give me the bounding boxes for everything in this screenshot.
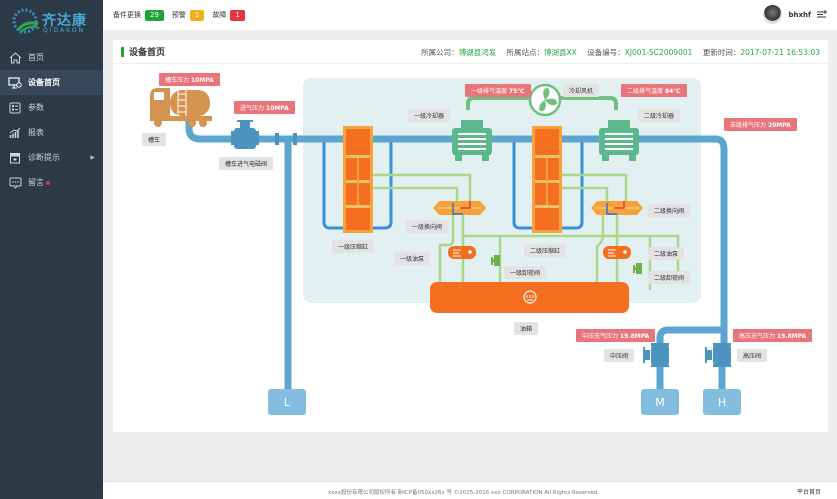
logo-icon bbox=[12, 8, 40, 34]
monitor-gear-icon bbox=[8, 76, 22, 90]
logo[interactable]: 齐达康 QIDAKON bbox=[10, 6, 100, 36]
stage1-exhaust-temp-alarm[interactable]: 一级排气温度 75℃ bbox=[465, 84, 531, 97]
user-menu[interactable]: bhxhf bbox=[763, 5, 827, 24]
oil-tank-icon bbox=[523, 290, 537, 304]
message-icon bbox=[8, 176, 22, 190]
oil-tank-label: 油箱 bbox=[514, 322, 539, 335]
sidebar-item-label: 设备首页 bbox=[28, 78, 60, 87]
sidebar-item-label: 诊断提示 bbox=[28, 153, 60, 162]
brand-subtitle: QIDAKON bbox=[43, 27, 85, 34]
tanker-truck-icon bbox=[150, 87, 212, 127]
stage1-cooler-shape bbox=[452, 120, 492, 161]
stage2-cooler-shape bbox=[599, 120, 639, 161]
parts-replace-badge[interactable]: 29 bbox=[145, 9, 164, 21]
sidebar-item-reports[interactable]: 报表 bbox=[0, 120, 103, 145]
tanker-label: 槽车 bbox=[142, 133, 167, 146]
footer: xxxx股份有限公司版权所有 新ICP备050xx26x 号 ©2015-201… bbox=[103, 481, 837, 499]
device-meta: 所属公司：博湖县鸿发 所属站点：博湖县XX 设备编号：XJ001-SC20090… bbox=[421, 47, 820, 58]
warning-badge[interactable]: 1 bbox=[189, 9, 205, 21]
stage2-unload-valve-label: 二级卸荷阀 bbox=[648, 271, 691, 284]
high-valve-icon bbox=[705, 343, 731, 367]
list-icon bbox=[8, 101, 22, 115]
stage1-cooler-label: 一级冷却器 bbox=[408, 109, 451, 122]
fault-badge[interactable]: 1 bbox=[230, 9, 245, 21]
high-fill-pressure-alarm[interactable]: 高压充气压力 19.8MPA bbox=[733, 329, 813, 342]
sidebar-item-home[interactable]: 首页 bbox=[0, 45, 103, 70]
stage2-reversing-valve-label: 二级换向阀 bbox=[648, 204, 691, 217]
title-accent-bar bbox=[121, 46, 124, 57]
station-value: 博湖县XX bbox=[544, 48, 577, 57]
mid-pipe bbox=[656, 326, 724, 390]
top-bar: 备件更换 29 预警 1 故障 1 bhxhf bbox=[103, 0, 837, 30]
sidebar-item-diagnosis[interactable]: 诊断提示 ▶ bbox=[0, 145, 103, 170]
chevron-right-icon: ▶ bbox=[90, 154, 95, 161]
tanker-pressure-alarm[interactable]: 槽车压力 10MPA bbox=[159, 73, 220, 86]
company-value: 博湖县鸿发 bbox=[458, 48, 497, 57]
mid-pressure-tank[interactable]: M bbox=[641, 389, 679, 415]
stage1-oil-pump-shape bbox=[448, 246, 476, 259]
sidebar-item-params[interactable]: 参数 bbox=[0, 95, 103, 120]
high-valve-label: 高压阀 bbox=[737, 349, 768, 362]
stage1-oil-pump-label: 一级油泵 bbox=[394, 252, 431, 265]
stage2-cylinder-label: 二级压缩缸 bbox=[524, 244, 567, 257]
sidebar-item-messages[interactable]: 留言 bbox=[0, 170, 103, 195]
platform-home-link[interactable]: 平台首页 bbox=[796, 489, 821, 496]
tanker-inlet-valve-label: 槽车进气电磁阀 bbox=[219, 157, 274, 170]
stage2-unload-valve-shape bbox=[633, 263, 642, 274]
company-label: 所属公司： bbox=[421, 48, 459, 57]
chart-icon bbox=[8, 126, 22, 140]
sidebar-item-label: 留言 bbox=[28, 178, 44, 187]
mid-valve-label: 中压阀 bbox=[604, 349, 635, 362]
stage2-cylinder-shape bbox=[532, 126, 562, 233]
stage1-reversing-valve-label: 一级换向阀 bbox=[406, 220, 449, 233]
mid-fill-pressure-alarm[interactable]: 中压充气压力 19.8MPA bbox=[576, 329, 656, 342]
high-pressure-tank[interactable]: H bbox=[703, 389, 741, 415]
stage2-reversing-valve-shape bbox=[591, 201, 643, 215]
cooling-fan-label: 冷却风机 bbox=[563, 84, 600, 97]
avatar[interactable] bbox=[763, 5, 783, 24]
page-title: 设备首页 bbox=[129, 48, 166, 58]
badge-label-warning: 预警 bbox=[171, 11, 186, 19]
home-icon bbox=[8, 51, 22, 65]
stage1-cylinder-label: 一级压缩缸 bbox=[332, 240, 375, 253]
device-value: XJ001-SC2009001 bbox=[624, 48, 693, 57]
sidebar-item-label: 报表 bbox=[28, 128, 44, 137]
stage1-unload-valve-shape bbox=[491, 255, 500, 266]
stage1-unload-valve-label: 一级卸荷阀 bbox=[504, 266, 547, 279]
stage1-cylinder-shape bbox=[343, 126, 373, 233]
device-label: 设备编号： bbox=[587, 48, 625, 57]
stage1-reversing-valve-shape bbox=[433, 201, 486, 215]
cooling-fan-icon bbox=[528, 83, 562, 117]
brand-name: 齐达康 bbox=[42, 13, 87, 29]
diagnosis-icon bbox=[8, 151, 22, 165]
inlet-pressure-alarm[interactable]: 进气压力 10MPA bbox=[234, 101, 295, 114]
username[interactable]: bhxhf bbox=[788, 10, 811, 19]
final-exhaust-pressure-alarm[interactable]: 末级排气压力 20MPA bbox=[724, 118, 797, 131]
stage2-oil-pump-shape bbox=[603, 246, 631, 259]
low-pressure-tank[interactable]: L bbox=[268, 389, 306, 415]
update-value: 2017-07-21 16:53:03 bbox=[740, 48, 820, 57]
menu-icon[interactable] bbox=[817, 9, 827, 20]
copyright-text: xxxx股份有限公司版权所有 新ICP备050xx26x 号 ©2015-201… bbox=[328, 490, 600, 496]
panel-header: 设备首页 所属公司：博湖县鸿发 所属站点：博湖县XX 设备编号：XJ001-SC… bbox=[113, 40, 828, 64]
sidebar: 齐达康 QIDAKON 首页 设备首页 参数 报表 诊断提示 ▶ 留言 bbox=[0, 0, 103, 499]
stage2-exhaust-temp-alarm[interactable]: 二级排气温度 84℃ bbox=[621, 84, 687, 97]
inlet-valve-icon bbox=[231, 120, 259, 149]
update-label: 更新时间： bbox=[702, 48, 741, 57]
badge-label-parts: 备件更换 bbox=[113, 11, 141, 19]
badge-label-fault: 故障 bbox=[212, 11, 227, 19]
sidebar-item-label: 参数 bbox=[28, 103, 44, 112]
mid-valve-icon bbox=[643, 343, 669, 367]
stage2-cooler-label: 二级冷却器 bbox=[638, 109, 681, 122]
sidebar-item-device-home[interactable]: 设备首页 bbox=[0, 70, 103, 95]
stage2-oil-pump-label: 二级油泵 bbox=[648, 247, 685, 260]
station-label: 所属站点： bbox=[506, 48, 545, 57]
notification-dot bbox=[46, 180, 50, 185]
sidebar-item-label: 首页 bbox=[28, 53, 44, 62]
